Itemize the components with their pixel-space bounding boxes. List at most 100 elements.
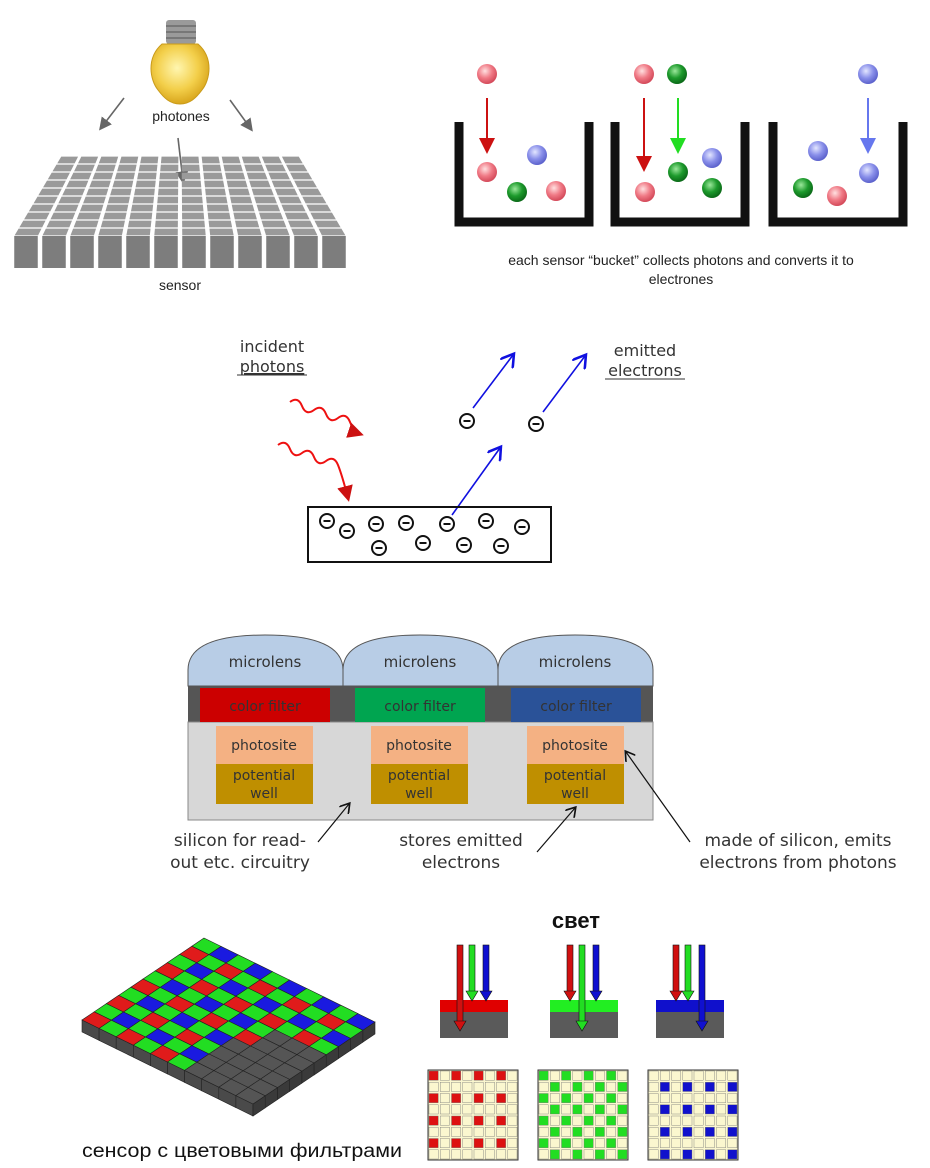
grid-cell-empty — [507, 1082, 518, 1092]
filter-cell-r — [440, 944, 508, 1038]
grid-cell-filled — [682, 1149, 693, 1160]
bayer-grid-r — [427, 1069, 519, 1161]
sensor-cell — [155, 220, 178, 228]
sensor-cell — [251, 188, 274, 196]
grid-cell-empty — [671, 1149, 681, 1160]
grid-cell-filled — [428, 1093, 439, 1103]
sensor-cell — [103, 212, 127, 220]
grid-cell-filled — [561, 1093, 571, 1103]
sensor-cell — [135, 180, 156, 188]
filter-cell-g — [550, 944, 618, 1038]
grid-cell-empty — [496, 1127, 506, 1137]
light-ray-arrowhead — [479, 990, 493, 1002]
photon-red — [477, 64, 497, 84]
grid-cell-empty — [485, 1104, 495, 1115]
grid-cell-empty — [648, 1070, 659, 1081]
grid-cell-empty — [595, 1070, 605, 1081]
light-ray-arrowhead — [589, 990, 603, 1002]
grid-cell-filled — [572, 1104, 583, 1115]
light-ray-arrowhead — [465, 990, 479, 1002]
grid-cell-empty — [538, 1149, 549, 1160]
bucket-2 — [610, 64, 750, 227]
grid-cell-empty — [440, 1149, 450, 1160]
sensor-cell — [77, 156, 99, 164]
sensor-cell — [274, 188, 298, 196]
sensor-cell — [265, 164, 286, 172]
sensor-cell — [73, 220, 99, 228]
grid-cell-empty — [440, 1082, 450, 1092]
grid-cell-empty — [440, 1093, 450, 1103]
grid-cell-filled — [428, 1115, 439, 1126]
grid-cell-empty — [671, 1127, 681, 1137]
bayer-channel-grids — [427, 1069, 739, 1161]
light-ray-arrowhead — [453, 1020, 467, 1032]
sensor-cell — [79, 204, 104, 212]
grid-cell-empty — [682, 1093, 693, 1103]
grid-cell-empty — [428, 1104, 439, 1115]
sensor-cell — [155, 212, 178, 220]
grid-cell-filled — [451, 1115, 461, 1126]
grid-cell-empty — [583, 1082, 594, 1092]
sensor-cell-front — [266, 236, 290, 268]
sensor-cell — [318, 228, 346, 236]
grid-cell-empty — [648, 1115, 659, 1126]
sensor-cell — [281, 156, 303, 164]
sensor-cell — [181, 164, 200, 172]
note-silicon-line2: out etc. circuitry — [170, 853, 310, 873]
sensor-cell — [221, 156, 241, 164]
grid-cell-filled — [583, 1138, 594, 1148]
grid-cell-empty — [682, 1115, 693, 1126]
grid-cell-empty — [440, 1127, 450, 1137]
sensor-cell — [281, 204, 306, 212]
sensor-cell-front — [210, 236, 234, 268]
sensor-cell-front — [182, 236, 206, 268]
sensor-cell — [62, 188, 86, 196]
grid-cell-empty — [583, 1127, 594, 1137]
grid-cell-filled — [473, 1138, 484, 1148]
grid-cell-filled — [561, 1115, 571, 1126]
grid-cell-empty — [705, 1138, 715, 1148]
sensor-cell — [314, 220, 341, 228]
sensor-cell — [182, 212, 205, 220]
pixel-1: microlens color filter photosite potenti… — [187, 634, 344, 804]
grid-cell-empty — [538, 1127, 549, 1137]
grid-cell-empty — [682, 1070, 693, 1081]
sensor-cell — [278, 196, 302, 204]
sensor-cell — [159, 172, 179, 180]
grid-cell-empty — [462, 1093, 473, 1103]
grid-cell-empty — [682, 1138, 693, 1148]
sensor-cell — [182, 228, 206, 236]
grid-cell-filled — [595, 1149, 605, 1160]
bucket-1 — [454, 64, 594, 227]
sensor-cell — [306, 204, 332, 212]
incident-label-line1: incident — [240, 337, 304, 356]
grid-cell-empty — [507, 1127, 518, 1137]
sensor-cell — [74, 164, 95, 172]
potential-well-label-line1: potential — [544, 768, 606, 784]
grid-cell-empty — [716, 1127, 726, 1137]
grid-cell-empty — [606, 1149, 616, 1160]
grid-cell-filled — [451, 1138, 461, 1148]
sensor-cell — [70, 172, 92, 180]
grid-cell-empty — [462, 1138, 473, 1148]
sensor-cell-front — [14, 236, 38, 268]
grid-cell-empty — [705, 1070, 715, 1081]
grid-cell-filled — [451, 1093, 461, 1103]
grid-cell-empty — [507, 1149, 518, 1160]
sensor-cell — [285, 164, 308, 172]
grid-cell-filled — [572, 1082, 583, 1092]
light-bulb-icon — [150, 20, 210, 105]
grid-cell-empty — [606, 1127, 616, 1137]
sensor-cell-front — [42, 236, 66, 268]
grid-cell-empty — [671, 1093, 681, 1103]
sensor-cell — [207, 212, 231, 220]
sensor-cell — [254, 196, 277, 204]
note-stores-line1: stores emitted — [399, 831, 523, 851]
sensor-cell — [54, 204, 79, 212]
grid-cell-empty — [648, 1093, 659, 1103]
sensor-cell — [157, 196, 179, 204]
sensor-cell — [95, 164, 116, 172]
sensor-cell — [201, 156, 220, 164]
sensor-cell — [47, 172, 70, 180]
